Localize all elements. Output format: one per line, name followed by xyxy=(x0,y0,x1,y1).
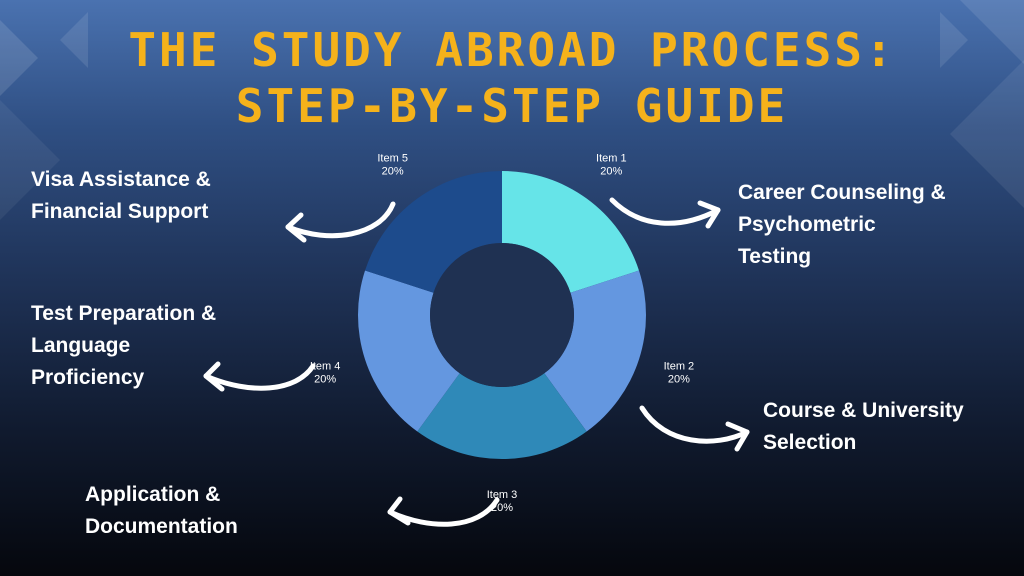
arrow-item2-curve xyxy=(639,405,750,444)
label-visa-assistance: Visa Assistance & Financial Support xyxy=(31,168,211,223)
donut-segment-4 xyxy=(358,270,460,432)
segment-category-2: Item 2 xyxy=(664,360,695,372)
segment-value-5: 20% xyxy=(382,166,404,178)
deco-diamond-right-large xyxy=(950,60,1024,208)
deco-diamond-left-small xyxy=(60,12,88,68)
arrow-item4-head xyxy=(203,361,225,392)
deco-diamond-left-large xyxy=(0,100,60,220)
arrow-item4-curve xyxy=(203,363,316,391)
title-line-1: THE STUDY ABROAD PROCESS: xyxy=(128,23,896,77)
donut-segment-5 xyxy=(365,171,502,293)
segment-value-2: 20% xyxy=(668,373,690,385)
donut-hole xyxy=(430,243,574,387)
label-application: Application & Documentation xyxy=(85,483,238,538)
segment-category-5: Item 5 xyxy=(377,153,408,165)
arrow-item1-head xyxy=(697,200,721,229)
donut-segment-1 xyxy=(502,171,639,293)
arrow-item5-curve xyxy=(285,201,396,239)
arrow-item3 xyxy=(387,496,500,527)
segment-value-1: 20% xyxy=(600,166,622,178)
arrow-item3-curve xyxy=(387,497,500,527)
deco-diamond-left xyxy=(0,20,38,96)
segment-value-4: 20% xyxy=(314,373,336,385)
arrow-item4 xyxy=(203,361,316,392)
label-course-selection: Course & University Selection xyxy=(763,399,964,454)
arrow-item2 xyxy=(639,405,750,452)
page-title: THE STUDY ABROAD PROCESS: STEP-BY-STEP G… xyxy=(0,22,1024,134)
deco-diamond-right xyxy=(960,0,1024,64)
donut-segment-3 xyxy=(417,373,587,460)
segment-category-3: Item 3 xyxy=(487,489,518,501)
arrow-item1 xyxy=(609,197,721,229)
arrow-item3-head xyxy=(387,496,411,526)
deco-diamond-right-small xyxy=(940,12,968,68)
donut-segments xyxy=(358,171,647,460)
donut-segment-2 xyxy=(544,270,647,432)
label-career-counseling: Career Counseling & Psychometric Testing xyxy=(738,181,946,268)
arrow-item1-curve xyxy=(609,197,721,226)
arrow-item5-head xyxy=(285,212,307,243)
arrow-item5 xyxy=(285,201,396,243)
arrow-item2-head xyxy=(725,421,750,452)
label-test-preparation: Test Preparation & Language Proficiency xyxy=(31,302,217,389)
title-line-2: STEP-BY-STEP GUIDE xyxy=(235,79,789,133)
segment-category-1: Item 1 xyxy=(596,153,627,165)
segment-category-4: Item 4 xyxy=(310,360,341,372)
